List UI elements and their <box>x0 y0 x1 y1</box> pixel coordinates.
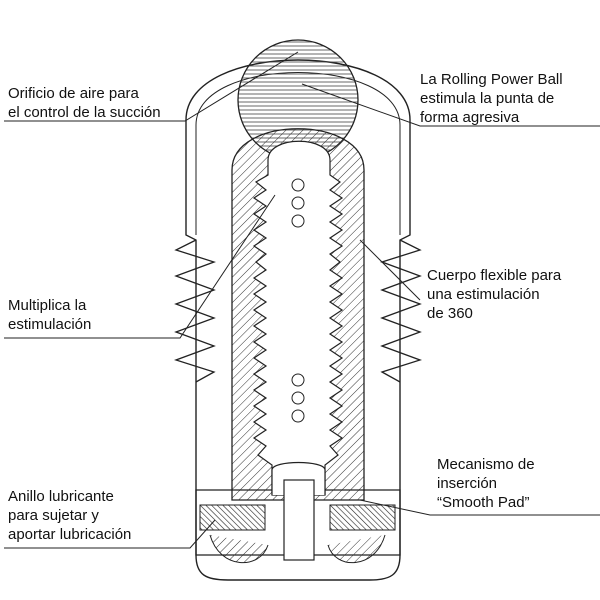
lube-ring-left <box>199 504 266 531</box>
callout-rolling-power-ball: La Rolling Power Ball estimula la punta … <box>420 71 563 126</box>
callout-lube-ring: Anillo lubricante para sujetar y aportar… <box>8 488 132 543</box>
channel-dots <box>291 178 305 423</box>
callout-air-hole: Orificio de aire para el control de la s… <box>8 85 161 121</box>
callout-multiplies-stimulation: Multiplica la estimulación <box>8 297 92 333</box>
base-cap <box>195 489 401 556</box>
callout-flexible-body: Cuerpo flexible para una estimulación de… <box>427 267 562 322</box>
leader-lines <box>4 51 600 549</box>
left-bellows <box>173 239 217 383</box>
right-bellows <box>379 239 423 383</box>
callout-smooth-pad: Mecanismo de inserción “Smooth Pad” <box>437 456 535 511</box>
lube-ring-right <box>329 504 396 531</box>
inner-channel <box>252 140 344 496</box>
